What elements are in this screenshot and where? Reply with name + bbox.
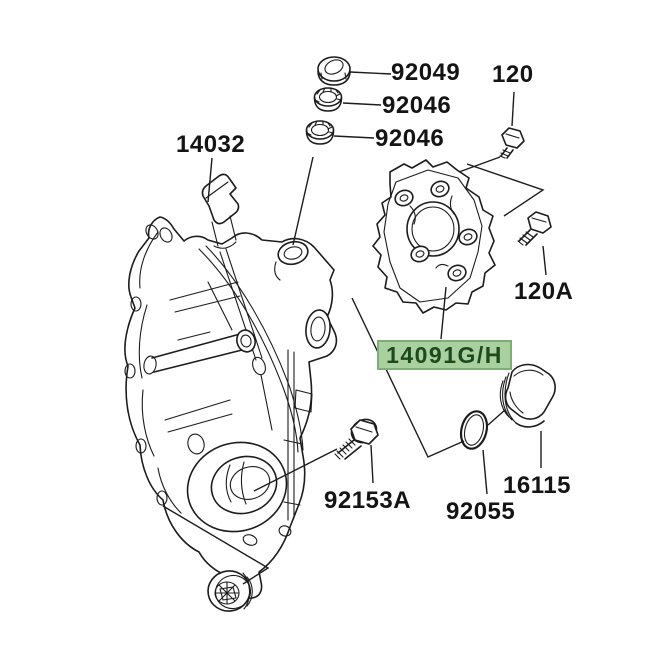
bolt-120a-drawing: [517, 211, 552, 246]
part-label-92049: 92049: [391, 59, 461, 86]
oil-cap-16115-drawing: [499, 363, 556, 428]
bearing-92046-upper-drawing: [313, 87, 343, 112]
sensor-14032-drawing: [201, 173, 240, 249]
knurled-plug-drawing: [207, 570, 253, 612]
engine-cover-drawing: [124, 216, 338, 599]
part-label-92153a: 92153A: [324, 487, 412, 514]
part-label-16115: 16115: [503, 472, 571, 499]
bearing-92046-lower-drawing: [305, 120, 335, 145]
bolt-120-drawing: [499, 127, 525, 159]
part-label-92046-lower: 92046: [375, 125, 445, 152]
part-label-120a: 120A: [514, 278, 574, 305]
part-label-92055: 92055: [446, 498, 516, 525]
pulser-cover-14091-drawing: [372, 159, 496, 314]
seal-92049-drawing: [317, 56, 351, 86]
o-ring-92055-drawing: [459, 410, 489, 450]
bolt-92153a-drawing: [334, 418, 379, 460]
part-label-120: 120: [492, 61, 534, 88]
part-label-14032: 14032: [176, 131, 246, 158]
part-label-92046-upper: 92046: [382, 92, 452, 119]
part-label-14091gh-highlighted[interactable]: 14091G/H: [377, 340, 512, 370]
